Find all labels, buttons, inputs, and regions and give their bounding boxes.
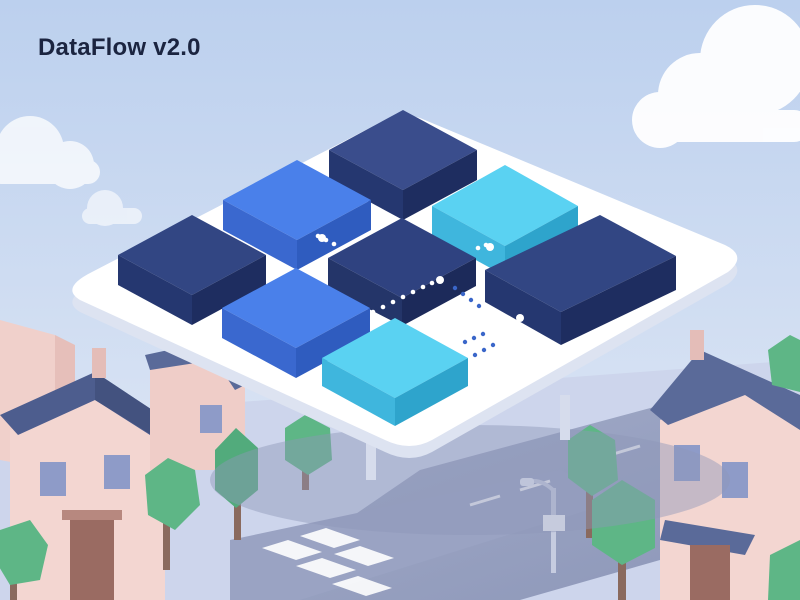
- block-navy-top: [329, 110, 477, 220]
- crosswalk: [262, 528, 394, 596]
- cloud-left-small: [82, 190, 142, 226]
- tree-shape-4: [285, 415, 332, 490]
- platform-post-left: [366, 440, 376, 480]
- tree-shape-2: [145, 458, 200, 570]
- block-navy-wide: [485, 215, 676, 345]
- platform-post-right: [560, 395, 570, 440]
- house-right: [650, 330, 800, 600]
- tree-shape-6: [592, 480, 655, 600]
- block-navy-left: [118, 215, 266, 325]
- cloud-right: [632, 5, 800, 148]
- block-blue-left: [223, 160, 371, 270]
- app-title: DataFlow v2.0: [38, 34, 201, 61]
- connector-dots: [315, 233, 524, 358]
- tree-shape-3: [215, 428, 258, 540]
- street-lamp-shape: [520, 478, 565, 573]
- platform-shadow: [210, 425, 730, 535]
- block-blue-bottom: [222, 268, 370, 378]
- cloud-left: [0, 116, 100, 189]
- tree-shape-5: [568, 425, 618, 538]
- block-cyan-bottom: [322, 318, 468, 426]
- tree-shape-7: [768, 335, 800, 600]
- tree-shape-1: [0, 520, 48, 600]
